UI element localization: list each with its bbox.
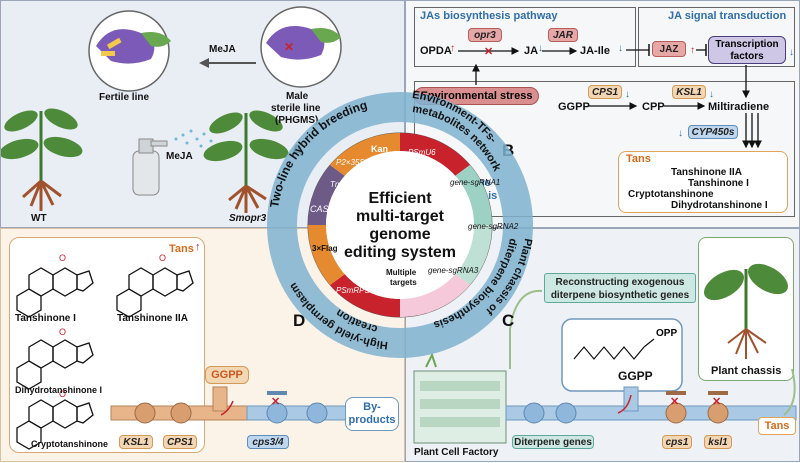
panel-a-illustration: ✕: [1, 6, 342, 213]
opr3-tag: opr3: [468, 28, 502, 42]
ksl1-tag-d: KSL1: [119, 435, 153, 449]
tans-up-label: Tans: [169, 243, 194, 255]
svg-text:✕: ✕: [670, 396, 679, 408]
ja-ile-label: JA-Ile: [580, 45, 610, 57]
jar-tag: JAR: [548, 28, 578, 42]
reconstruct-line-1: Reconstructing exogenous: [555, 277, 685, 288]
seg-psmu6: PSmU6: [408, 148, 436, 157]
tf-line-2: factors: [730, 51, 764, 62]
panel-d-pipeline: ✕: [110, 386, 358, 424]
diterpene-genes-tag: Diterpene genes: [512, 435, 594, 449]
environmental-stress-box: Environmental stress: [414, 87, 539, 105]
tans-down-label: Tans: [626, 153, 651, 165]
seg-tnos: Tnos: [330, 180, 348, 189]
structures-illustration: O O O O: [16, 253, 194, 450]
seg-multiple-1: Multiple: [386, 268, 417, 277]
panel-c-illustration: ✕ ✕: [413, 263, 797, 444]
smopr3-label: Smopr3: [229, 213, 267, 224]
cryptotanshinone-label: Cryptotanshinone: [31, 439, 109, 449]
dihydrotanshinone-label: Dihydrotanshinone I: [15, 385, 103, 395]
tf-line-1: Transcription: [715, 39, 779, 50]
center-title-line-1: Efficient: [368, 190, 432, 207]
wt-label: WT: [31, 213, 47, 224]
fertile-line-label: Fertile line: [99, 92, 150, 103]
ggpp-label-c: GGPP: [618, 369, 653, 383]
ja-signal-box: [638, 7, 795, 67]
ksl1-tag-c: ksl1: [704, 435, 732, 449]
center-title-line-4: editing system: [343, 244, 457, 261]
seg-psmrps5a: PSmRPS5A: [336, 286, 380, 295]
ja-biosynthesis-title: JAs biosynthesis pathway: [420, 10, 558, 22]
svg-text:O: O: [59, 389, 66, 399]
plant-chassis-label: Plant chassis: [711, 365, 782, 377]
ggpp-label: GGPP: [558, 101, 590, 113]
seg-grna3: gene-sgRNA3: [428, 266, 479, 275]
opda-label: OPDA: [420, 45, 452, 57]
cps1-tag-d: CPS1: [163, 435, 197, 449]
svg-text:O: O: [59, 253, 66, 263]
cps1-tag-c: cps1: [662, 435, 692, 449]
product-1: Tanshinone I: [688, 178, 749, 189]
ja-label: JA: [524, 45, 539, 57]
seg-grna1: gene-sgRNA1: [450, 178, 501, 187]
opp-label: OPP: [656, 328, 678, 339]
jaz-tag: JAZ: [652, 41, 686, 57]
ksl1-tag: KSL1: [672, 85, 706, 99]
center-title: Efficient multi-target genome editing sy…: [336, 190, 464, 262]
byproducts-line-1: By-: [363, 401, 381, 413]
meja-arrow-label: MeJA: [209, 44, 236, 55]
panel-d-letter: D: [293, 311, 306, 330]
seg-kan: Kan: [371, 144, 389, 154]
center-title-line-3: genome: [369, 226, 431, 243]
tanshinone-iia-label: Tanshinone IIA: [117, 313, 188, 324]
product-3: Dihydrotanshinone I: [671, 200, 768, 211]
tans-tag-c: Tans: [758, 417, 796, 435]
male-sterile-label-3: (PHGMS): [275, 115, 319, 126]
factory-label: Plant Cell Factory: [414, 447, 499, 458]
cps1-tag: CPS1: [588, 85, 622, 99]
ja-signal-title: JA signal transduction: [668, 10, 787, 22]
tans-products-box: [618, 151, 788, 213]
seg-3xflag: 3×Flag: [312, 244, 338, 253]
seg-p2x35s: P2×35S: [336, 158, 365, 167]
tans-up-arrow: ↑: [195, 241, 201, 253]
center-title-line-2: multi-target: [356, 208, 444, 225]
panel-c-letter: C: [502, 311, 515, 330]
panel-b: JAs biosynthesis pathway JA signal trans…: [405, 0, 800, 228]
svg-text:O: O: [159, 253, 166, 263]
panel-c: Reconstructing exogenous diterpene biosy…: [405, 228, 800, 462]
panel-a-letter: A: [291, 141, 304, 160]
svg-text:✕: ✕: [712, 396, 721, 408]
svg-text:✕: ✕: [284, 40, 294, 54]
reconstruct-box: Reconstructing exogenous diterpene biosy…: [544, 273, 696, 303]
svg-text:O: O: [59, 327, 66, 337]
tanshinone-i-label: Tanshinone I: [15, 313, 76, 324]
svg-text:✕: ✕: [271, 396, 280, 408]
byproducts-line-2: products: [348, 414, 396, 426]
cps34-tag-d: cps3/4: [247, 435, 289, 449]
seg-multiple-2: targets: [390, 278, 417, 287]
panel-b-letter: B: [502, 141, 515, 160]
ggpp-tag-d: GGPP: [205, 366, 249, 384]
cpp-label: CPP: [642, 101, 665, 113]
male-sterile-label-2: sterile line: [271, 103, 321, 114]
seg-cas9: CAS9: [310, 204, 334, 214]
cyp450s-tag: CYP450s: [688, 125, 738, 139]
reconstruct-line-2: diterpene biosynthetic genes: [550, 290, 690, 301]
seg-grna2: gene-sgRNA2: [468, 222, 519, 231]
product-2: Cryptotanshinone: [628, 189, 714, 200]
ja-biosynthesis-box: [414, 7, 636, 67]
product-0: Tanshinone IIA: [671, 167, 742, 178]
miltiradiene-label: Miltiradiene: [708, 101, 770, 113]
male-sterile-label-1: Male: [286, 91, 309, 102]
spray-meja-label: MeJA: [166, 151, 193, 162]
byproducts-box: By- products: [345, 397, 399, 431]
panel-d: O O O O Tans ↑ Tanshinone I Tanshinone I…: [0, 228, 405, 462]
transcription-factors-box: Transcription factors: [708, 36, 786, 64]
